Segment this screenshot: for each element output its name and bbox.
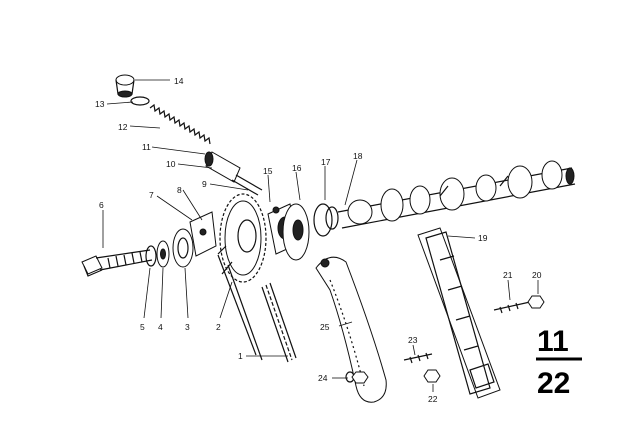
part-chain — [217, 254, 297, 363]
callout-18: 18 — [353, 151, 363, 161]
part-cap — [115, 74, 135, 98]
page-code-bottom: 22 — [537, 367, 570, 400]
part-spring — [149, 103, 211, 145]
callout-10: 10 — [166, 159, 176, 169]
callout-21: 21 — [503, 270, 513, 280]
callout-20: 20 — [532, 270, 542, 280]
callout-2: 2 — [216, 322, 221, 332]
part-washer-large — [172, 228, 194, 268]
callout-3: 3 — [185, 322, 190, 332]
part-stud-lower — [403, 352, 433, 364]
callout-22: 22 — [428, 394, 438, 404]
part-plunger — [204, 151, 263, 196]
callout-5: 5 — [140, 322, 145, 332]
part-sprocket — [217, 193, 267, 283]
callout-6: 6 — [99, 200, 104, 210]
callout-16: 16 — [292, 163, 302, 173]
callout-24: 24 — [318, 373, 328, 383]
part-stud-upper — [493, 295, 545, 314]
callout-labels: 14 13 12 11 10 9 7 8 15 16 17 18 19 6 5 … — [95, 76, 542, 404]
callout-7: 7 — [149, 190, 154, 200]
callout-12: 12 — [118, 122, 128, 132]
callout-4: 4 — [158, 322, 163, 332]
callout-25: 25 — [320, 322, 330, 332]
leader-lines — [102, 79, 539, 392]
callout-23: 23 — [408, 335, 418, 345]
page-code-top: 11 — [537, 325, 569, 358]
part-thrust-ring — [313, 203, 333, 237]
part-tensioner-rail — [315, 256, 387, 403]
part-washer-mid-hole — [160, 248, 166, 260]
part-washer-lower — [345, 371, 369, 384]
part-guide-rail — [417, 227, 501, 399]
part-plate — [189, 211, 217, 257]
part-bolt — [81, 249, 153, 277]
part-camshaft — [337, 160, 576, 229]
part-nut-lower — [423, 369, 441, 383]
part-washer-small — [145, 245, 157, 267]
callout-8: 8 — [177, 185, 182, 195]
part-ring — [130, 96, 150, 106]
callout-13: 13 — [95, 99, 105, 109]
callout-1: 1 — [238, 351, 243, 361]
callout-9: 9 — [202, 179, 207, 189]
page-code: 11 22 — [536, 325, 582, 400]
callout-19: 19 — [478, 233, 488, 243]
callout-15: 15 — [263, 166, 273, 176]
part-flange — [282, 203, 310, 261]
callout-17: 17 — [321, 157, 331, 167]
parts-artwork — [81, 74, 576, 403]
callout-14: 14 — [174, 76, 184, 86]
part-thrust-ring-inner — [325, 206, 339, 230]
callout-11: 11 — [142, 142, 151, 152]
